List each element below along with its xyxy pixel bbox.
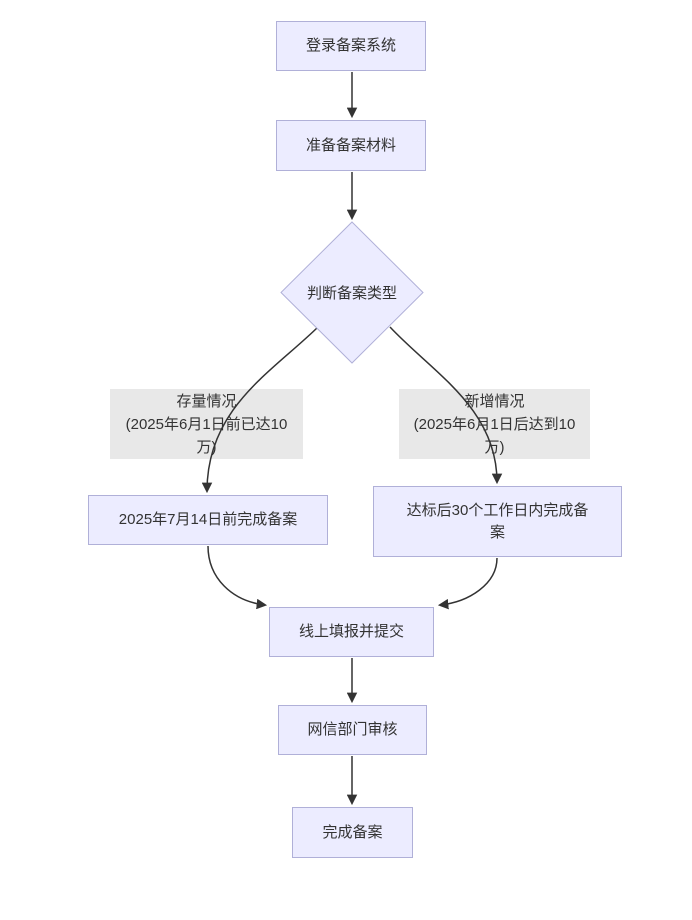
node-prepare[interactable]: 准备备案材料 bbox=[276, 120, 426, 171]
edge-label-existing-condition: 存量情况 (2025年6月1日前已达10 万) bbox=[110, 389, 303, 459]
node-submit[interactable]: 线上填报并提交 bbox=[269, 607, 434, 657]
diamond-shape bbox=[280, 221, 424, 364]
node-prepare-label: 准备备案材料 bbox=[305, 136, 396, 154]
node-decision-label: 判断备案类型 bbox=[306, 285, 397, 302]
edge-label-existing-line2: (2025年6月1日前已达10 bbox=[125, 415, 288, 433]
edge-label-new-line1: 新增情况 bbox=[464, 392, 525, 410]
node-existing-deadline[interactable]: 2025年7月14日前完成备案 bbox=[88, 495, 328, 545]
edge-label-new-line3: 万) bbox=[484, 438, 505, 456]
node-new-deadline[interactable]: 达标后30个工作日内完成备案 bbox=[373, 486, 622, 557]
edge-label-existing-line1: 存量情况 bbox=[176, 392, 237, 410]
node-login[interactable]: 登录备案系统 bbox=[276, 21, 426, 71]
node-existing-deadline-label: 2025年7月14日前完成备案 bbox=[118, 511, 298, 528]
node-decision[interactable]: 判断备案类型 bbox=[280, 221, 424, 364]
node-new-deadline-label: 达标后30个工作日内完成备案 bbox=[406, 501, 589, 541]
node-complete[interactable]: 完成备案 bbox=[292, 807, 413, 858]
node-complete-label: 完成备案 bbox=[322, 823, 383, 841]
node-review[interactable]: 网信部门审核 bbox=[278, 705, 427, 755]
node-submit-label: 线上填报并提交 bbox=[298, 623, 404, 640]
edge-label-new-condition: 新增情况 (2025年6月1日后达到10 万) bbox=[399, 389, 590, 459]
edge-new-to-submit bbox=[437, 557, 498, 610]
node-review-label: 网信部门审核 bbox=[307, 721, 398, 738]
edge-label-new-line2: (2025年6月1日后达到10 bbox=[413, 415, 576, 433]
edge-existing-to-submit bbox=[207, 545, 268, 610]
edge-label-existing-line3: 万) bbox=[196, 438, 217, 456]
node-login-label: 登录备案系统 bbox=[305, 37, 396, 54]
